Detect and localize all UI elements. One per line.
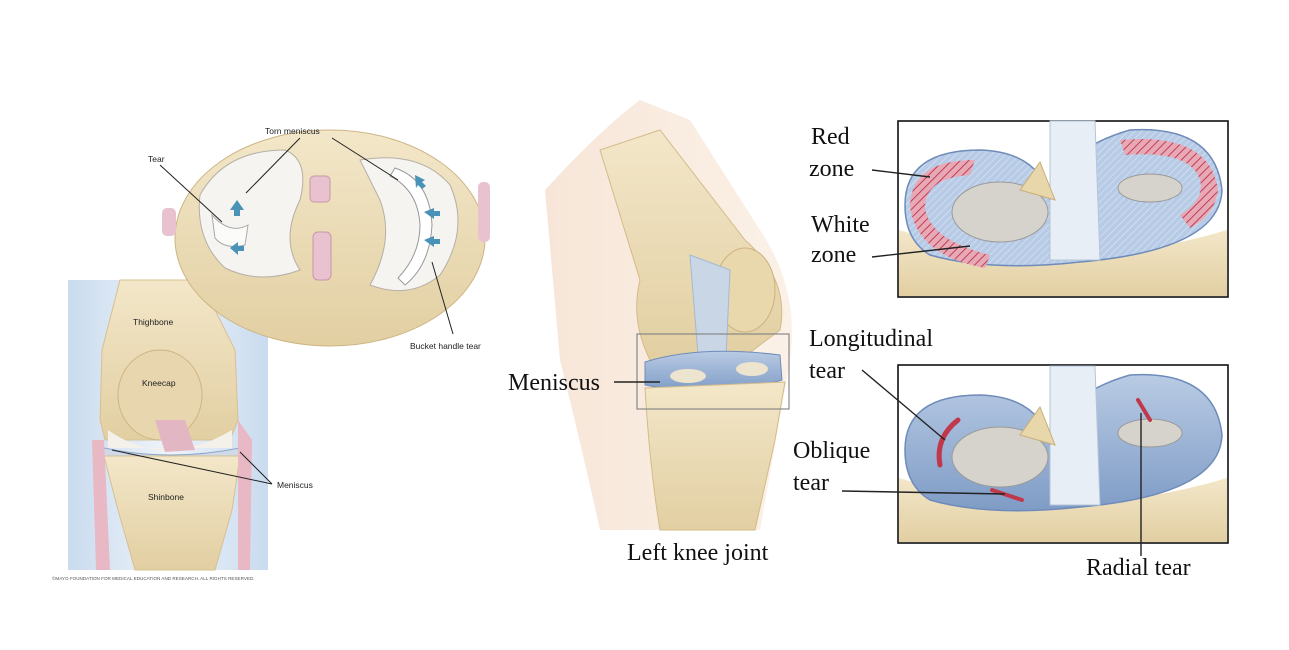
arrow-icon bbox=[424, 208, 440, 219]
leader-bucket-handle bbox=[431, 261, 454, 335]
arrow-icon bbox=[230, 200, 244, 216]
zones-spine bbox=[1019, 160, 1056, 201]
label-bucket-handle-tear: Bucket handle tear bbox=[410, 341, 481, 351]
leader-tear bbox=[159, 164, 223, 223]
label-white-zone-line2: zone bbox=[811, 242, 856, 268]
label-longitudinal-line1: Longitudinal bbox=[809, 326, 933, 352]
caption-left-knee-joint: Left knee joint bbox=[627, 540, 769, 566]
zones-plateau-left bbox=[951, 181, 1049, 243]
side-ligament-shape bbox=[238, 420, 252, 570]
copyright-notice: ©MAYO FOUNDATION FOR MEDICAL EDUCATION A… bbox=[52, 575, 255, 581]
end-stub-left bbox=[162, 208, 176, 236]
label-oblique-tear: Oblique tear bbox=[793, 438, 876, 496]
label-meniscus-middle: Meniscus bbox=[508, 370, 600, 396]
leader-oblique-tear bbox=[841, 490, 1006, 495]
tears-tibia bbox=[899, 478, 1227, 542]
left-top-view bbox=[162, 129, 490, 347]
arrow-icon bbox=[424, 236, 440, 247]
kneecap-shape bbox=[117, 349, 203, 441]
meniscus-hole-2 bbox=[736, 362, 768, 376]
torn-fragment bbox=[211, 213, 249, 247]
leader-meniscus-1 bbox=[239, 451, 273, 485]
tibia-side bbox=[644, 381, 786, 531]
label-thighbone: Thighbone bbox=[133, 317, 173, 327]
tears-spine bbox=[1019, 405, 1056, 446]
meniscus-highlight-box bbox=[636, 333, 790, 410]
fibula-shape bbox=[92, 440, 110, 570]
leader-longitudinal-tear bbox=[861, 369, 946, 441]
bucket-handle-piece bbox=[389, 167, 433, 286]
red-zone-band-left bbox=[910, 160, 990, 268]
radial-tear-mark bbox=[1136, 398, 1152, 422]
red-zone-band-right bbox=[1120, 139, 1218, 228]
arrow-icon bbox=[415, 175, 426, 189]
label-shinbone: Shinbone bbox=[148, 492, 184, 502]
label-oblique-line1: Oblique bbox=[793, 438, 870, 464]
label-kneecap: Kneecap bbox=[142, 378, 176, 388]
label-red-zone: Red zone bbox=[809, 124, 856, 182]
label-white-zone: White zone bbox=[811, 212, 876, 268]
label-meniscus-left: Meniscus bbox=[277, 480, 313, 490]
label-white-zone-line1: White bbox=[811, 212, 870, 238]
leader-meniscus-2 bbox=[111, 449, 273, 485]
zones-panel bbox=[897, 120, 1229, 298]
meniscus-hole-1 bbox=[670, 369, 706, 383]
end-stub-right bbox=[478, 182, 490, 242]
tears-ligament bbox=[1049, 365, 1101, 506]
label-longitudinal-line2: tear bbox=[809, 358, 845, 384]
longitudinal-tear-mark bbox=[936, 417, 961, 468]
middle-knee-side-view bbox=[545, 100, 792, 531]
tears-plateau-left bbox=[951, 426, 1049, 488]
zones-plateau-right bbox=[1117, 173, 1183, 203]
ligament-stump-1 bbox=[309, 175, 331, 203]
zones-ligament bbox=[1049, 120, 1101, 261]
label-red-zone-line2: zone bbox=[809, 156, 854, 182]
oblique-tear-mark bbox=[990, 488, 1024, 502]
label-oblique-line2: tear bbox=[793, 470, 829, 496]
tears-plateau-right bbox=[1117, 418, 1183, 448]
lateral-meniscus bbox=[359, 157, 459, 292]
leader-red-zone bbox=[871, 169, 931, 178]
left-knee-front-view bbox=[68, 279, 268, 571]
arrow-icon bbox=[230, 242, 244, 255]
tears-panel bbox=[897, 364, 1229, 544]
label-red-zone-line1: Red bbox=[811, 124, 850, 150]
ligament-stump-2 bbox=[312, 231, 332, 281]
label-tear: Tear bbox=[148, 154, 165, 164]
label-torn-meniscus: Torn meniscus bbox=[265, 126, 320, 136]
leader-torn-meniscus-1 bbox=[245, 137, 301, 194]
ligament-shape bbox=[155, 420, 195, 452]
label-longitudinal-tear: Longitudinal tear bbox=[809, 326, 939, 384]
cartilage-shape bbox=[108, 430, 232, 450]
leader-torn-meniscus-2 bbox=[331, 137, 399, 181]
tear-arrows bbox=[230, 175, 440, 255]
leader-white-zone bbox=[871, 245, 971, 258]
label-radial-tear: Radial tear bbox=[1086, 555, 1191, 581]
